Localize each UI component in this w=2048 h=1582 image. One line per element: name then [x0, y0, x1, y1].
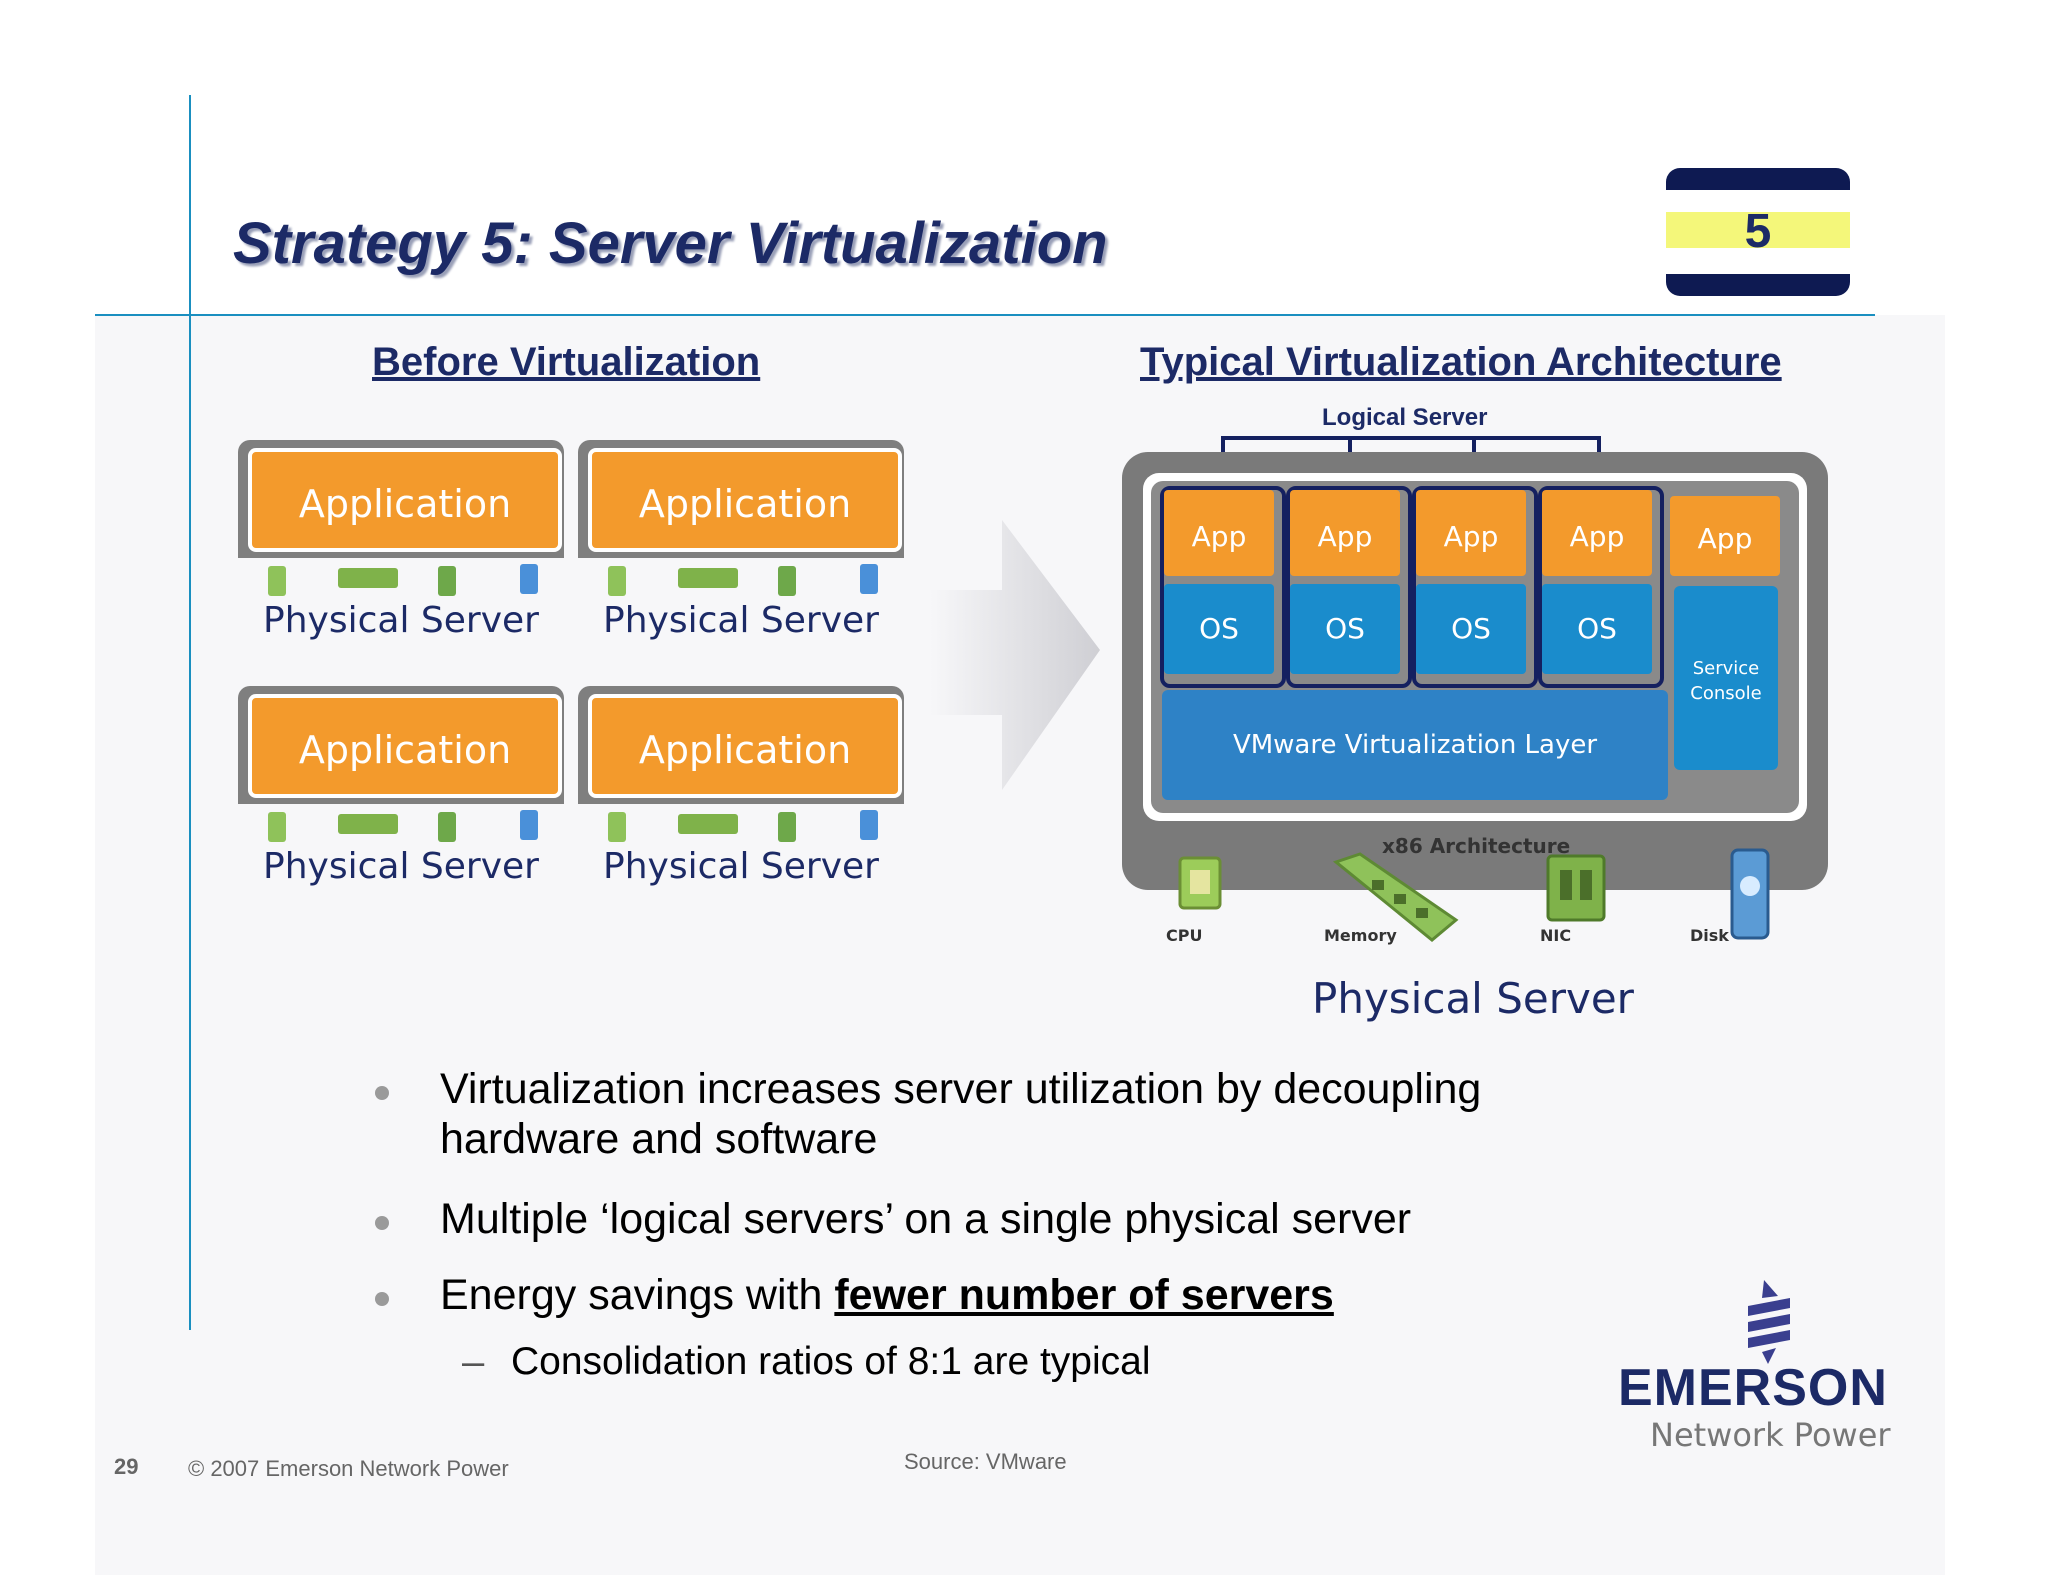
- service-console: [1674, 586, 1778, 770]
- console-app: [1670, 496, 1780, 576]
- application-box: Application: [588, 448, 902, 552]
- vm-app: [1164, 490, 1274, 576]
- emerson-logo-name: EMERSON: [1618, 1359, 1888, 1417]
- architecture-label: x86 Architecture: [1382, 834, 1571, 858]
- memory-label: Memory: [1324, 926, 1397, 945]
- emerson-logo-tagline: Network Power: [1650, 1416, 1891, 1454]
- sub-bullet: Consolidation ratios of 8:1 are typical: [511, 1340, 1151, 1383]
- server-label: Physical Server: [263, 846, 539, 887]
- before-heading: Before Virtualization: [372, 340, 761, 384]
- slide-title: Strategy 5: Server Virtualization: [233, 211, 1108, 276]
- nic-label: NIC: [1540, 926, 1572, 945]
- physical-server-1: Application Physical Server: [238, 440, 564, 660]
- badge-number: 5: [1744, 205, 1772, 258]
- logical-server-label: Logical Server: [1322, 404, 1488, 431]
- bullet-1: Virtualization increases server utilizat…: [440, 1065, 1482, 1163]
- vm-os: [1542, 584, 1652, 674]
- transition-arrow-icon: [930, 520, 1100, 790]
- physical-server-4: Application Physical Server: [578, 686, 904, 906]
- copyright: © 2007 Emerson Network Power: [188, 1456, 509, 1481]
- emerson-logo-icon: [1748, 1280, 1790, 1364]
- source-note: Source: VMware: [904, 1449, 1067, 1474]
- server-label: Physical Server: [263, 600, 539, 641]
- page-number: 29: [114, 1454, 139, 1479]
- physical-server-label: Physical Server: [1312, 974, 1634, 1023]
- vm-os: [1416, 584, 1526, 674]
- application-box: Application: [248, 448, 562, 552]
- sub-bullet-dash: –: [462, 1340, 485, 1384]
- strategy-badge: 5: [1666, 168, 1850, 296]
- virtualization-layer-label: VMware Virtualization Layer: [1232, 730, 1598, 760]
- vm-os: [1290, 584, 1400, 674]
- emphasis-text: fewer number of servers: [834, 1271, 1334, 1319]
- vm-app: [1542, 490, 1652, 576]
- bullet-dot: [375, 1086, 389, 1100]
- physical-server-3: Application Physical Server: [238, 686, 564, 906]
- bullet-2: Multiple ‘logical servers’ on a single p…: [440, 1195, 1412, 1243]
- virtualization-layer: [1162, 690, 1668, 800]
- server-label: Physical Server: [603, 600, 879, 641]
- vm-app: [1290, 490, 1400, 576]
- bullet-3: Energy savings with fewer number of serv…: [440, 1271, 1334, 1319]
- bullet-dot: [375, 1216, 389, 1230]
- disk-label: Disk: [1690, 926, 1729, 945]
- horizontal-accent-line: [95, 314, 1875, 316]
- vm-os: [1164, 584, 1274, 674]
- application-box: Application: [588, 694, 902, 798]
- disk-icon: [1730, 848, 1770, 940]
- bullet-dot: [375, 1292, 389, 1306]
- server-label: Physical Server: [603, 846, 879, 887]
- architecture-heading: Typical Virtualization Architecture: [1140, 340, 1782, 384]
- physical-server-2: Application Physical Server: [578, 440, 904, 660]
- application-box: Application: [248, 694, 562, 798]
- vm-app: [1416, 490, 1526, 576]
- vertical-accent-line: [189, 95, 191, 1330]
- cpu-icon: [1178, 856, 1222, 910]
- cpu-label: CPU: [1166, 926, 1203, 945]
- memory-icon: [1332, 852, 1459, 942]
- service-console-label: Service Console: [1690, 658, 1762, 704]
- nic-icon: [1546, 854, 1606, 922]
